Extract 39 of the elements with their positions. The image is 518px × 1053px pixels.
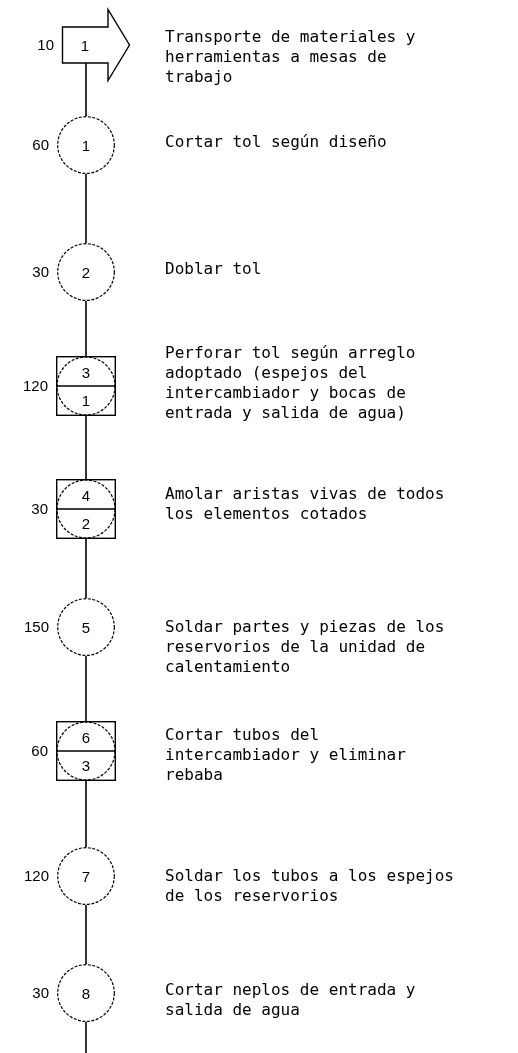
step-description: Amolar aristas vivas de todos los elementos cotados — [165, 484, 446, 524]
flow-line — [85, 780, 87, 848]
step-number: 6 — [80, 729, 92, 745]
step-description: Cortar tubos del intercambiador y eliminar rebaba — [165, 725, 407, 785]
time-value: 10 — [36, 36, 54, 54]
step-number: 3 — [80, 757, 92, 773]
time-value: 150 — [22, 618, 49, 636]
step-number: 8 — [80, 984, 92, 1002]
flow-line — [85, 1021, 87, 1053]
step-number: 5 — [80, 618, 92, 636]
step-description: Cortar tol según diseño — [165, 132, 388, 152]
time-value: 30 — [31, 263, 49, 281]
step-description: Perforar tol según arreglo adoptado (espejos del intercambiador y bocas de entrada y salida de agua) — [165, 343, 417, 423]
step-number: 1 — [80, 392, 92, 408]
flow-line — [85, 300, 87, 357]
step-number: 1 — [80, 136, 92, 154]
flow-line — [85, 655, 87, 722]
flow-line — [85, 538, 87, 599]
step-description: Soldar los tubos a los espejos de los reservorios — [165, 866, 455, 906]
flow-line — [85, 173, 87, 244]
step-description: Doblar tol — [165, 259, 263, 279]
flow-line — [85, 904, 87, 965]
time-value: 120 — [22, 867, 49, 885]
time-value: 30 — [31, 984, 49, 1002]
step-number: 4 — [80, 487, 92, 503]
time-value: 60 — [30, 742, 48, 760]
time-value: 60 — [31, 136, 49, 154]
step-number: 3 — [80, 364, 92, 380]
flow-line — [85, 62, 87, 117]
step-number: 1 — [79, 35, 91, 56]
step-description: Transporte de materiales y herramientas a mesas de trabajo — [165, 27, 417, 87]
time-value: 120 — [21, 377, 48, 395]
flow-line — [85, 415, 87, 480]
step-description: Soldar partes y piezas de los reservorios de la unidad de calentamiento — [165, 617, 446, 677]
time-value: 30 — [30, 500, 48, 518]
step-description: Cortar neplos de entrada y salida de agua — [165, 980, 417, 1020]
step-number: 7 — [80, 867, 92, 885]
step-number: 2 — [80, 515, 92, 531]
step-number: 2 — [80, 263, 92, 281]
